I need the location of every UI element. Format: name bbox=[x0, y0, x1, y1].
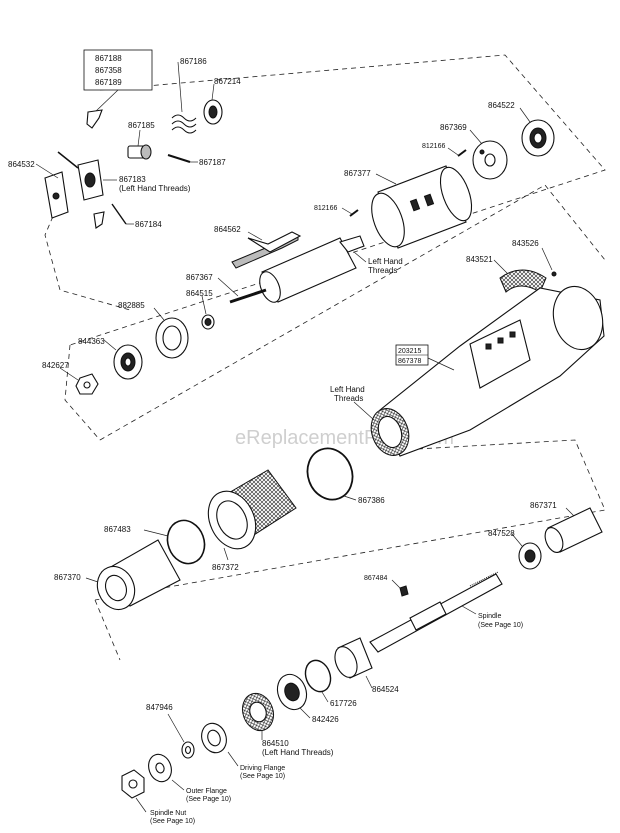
bearing-864522: 864522 bbox=[488, 101, 555, 157]
driving-flange: Driving Flange (See Page 10) bbox=[201, 722, 285, 780]
svg-text:617726: 617726 bbox=[330, 699, 357, 708]
svg-text:867185: 867185 bbox=[128, 121, 155, 130]
nut-864510: 864510 (Left Hand Threads) bbox=[241, 692, 334, 757]
body-867183: 867183 (Left Hand Threads) bbox=[57, 151, 191, 201]
svg-text:Threads: Threads bbox=[334, 394, 363, 403]
svg-text:Spindle: Spindle bbox=[478, 613, 501, 620]
nut-842627: 842627 bbox=[42, 361, 99, 395]
svg-text:867378: 867378 bbox=[398, 358, 421, 365]
spindle-nut: Spindle Nut (See Page 10) bbox=[121, 769, 195, 825]
rotor-867367: 867367 Left Hand Threads bbox=[186, 235, 403, 304]
svg-text:Left Hand: Left Hand bbox=[330, 385, 365, 394]
svg-text:847528: 847528 bbox=[488, 529, 515, 538]
throttle-lever bbox=[86, 109, 103, 129]
svg-text:Threads: Threads bbox=[368, 266, 397, 275]
svg-text:864522: 864522 bbox=[488, 101, 515, 110]
svg-text:847946: 847946 bbox=[146, 703, 173, 712]
svg-text:864562: 864562 bbox=[214, 225, 241, 234]
svg-text:867372: 867372 bbox=[212, 563, 239, 572]
svg-text:867386: 867386 bbox=[358, 496, 385, 505]
plate-864532: 864532 bbox=[8, 160, 69, 219]
liner-843521: 843521 bbox=[466, 255, 547, 293]
pin-812166-top: 812166 bbox=[422, 143, 467, 157]
outer-flange: Outer Flange (See Page 10) bbox=[148, 753, 231, 803]
spindle: Spindle (See Page 10) bbox=[369, 571, 523, 653]
svg-text:(See Page 10): (See Page 10) bbox=[150, 818, 195, 825]
svg-text:864532: 864532 bbox=[8, 160, 35, 169]
svg-text:864524: 864524 bbox=[372, 685, 399, 694]
svg-text:867369: 867369 bbox=[440, 123, 467, 132]
svg-text:867183: 867183 bbox=[119, 175, 146, 184]
svg-text:Left Hand: Left Hand bbox=[368, 257, 403, 266]
collar-867372: 867372 bbox=[207, 469, 297, 572]
svg-text:867184: 867184 bbox=[135, 220, 162, 229]
svg-text:812166: 812166 bbox=[314, 205, 337, 212]
svg-text:203215: 203215 bbox=[398, 348, 421, 355]
svg-text:842426: 842426 bbox=[312, 715, 339, 724]
svg-text:867189: 867189 bbox=[95, 78, 122, 87]
key-867484: 867484 bbox=[364, 575, 409, 597]
sleeve-867371: 867371 bbox=[530, 501, 603, 553]
svg-text:Driving Flange: Driving Flange bbox=[240, 765, 285, 772]
ring-867214: 867214 bbox=[203, 77, 241, 125]
svg-text:843526: 843526 bbox=[512, 239, 539, 248]
ring-617726: 617726 bbox=[304, 659, 357, 708]
svg-text:843521: 843521 bbox=[466, 255, 493, 264]
oring-867483: 867483 bbox=[104, 519, 206, 565]
washer-864515: 864515 bbox=[186, 289, 215, 330]
callout-box-top: 867188 867358 867189 bbox=[83, 49, 153, 113]
svg-text:867370: 867370 bbox=[54, 573, 81, 582]
svg-text:867214: 867214 bbox=[214, 77, 241, 86]
svg-text:867367: 867367 bbox=[186, 273, 213, 282]
valve-867185: 867185 bbox=[127, 121, 155, 160]
housing-203215: 203215 867378 Left Hand Threads bbox=[330, 285, 605, 457]
svg-text:Spindle Nut: Spindle Nut bbox=[150, 810, 186, 817]
pin-812166-lower: 812166 bbox=[314, 205, 359, 217]
bearing-844363: 844363 bbox=[78, 337, 143, 380]
clutch-864524: 864524 bbox=[334, 637, 399, 694]
svg-text:867188: 867188 bbox=[95, 54, 122, 63]
washer-847946: 847946 bbox=[146, 703, 195, 759]
svg-text:864515: 864515 bbox=[186, 289, 213, 298]
oring-867386: 867386 bbox=[306, 447, 385, 505]
svg-text:867484: 867484 bbox=[364, 575, 387, 582]
bearing-842426: 842426 bbox=[276, 673, 339, 724]
svg-text:864510: 864510 bbox=[262, 739, 289, 748]
plate-882885: 882885 bbox=[118, 301, 189, 359]
svg-text:(See Page 10): (See Page 10) bbox=[478, 622, 523, 629]
svg-text:867187: 867187 bbox=[199, 158, 226, 167]
shim-843526: 843526 bbox=[512, 239, 557, 277]
svg-text:867371: 867371 bbox=[530, 501, 557, 510]
svg-text:(Left Hand Threads): (Left Hand Threads) bbox=[119, 184, 191, 193]
svg-text:Outer Flange: Outer Flange bbox=[186, 788, 227, 795]
screw-867184: 867184 bbox=[93, 203, 162, 229]
svg-text:867377: 867377 bbox=[344, 169, 371, 178]
spring-867186: 867186 bbox=[171, 57, 207, 134]
svg-text:(Left Hand Threads): (Left Hand Threads) bbox=[262, 748, 334, 757]
svg-text:867186: 867186 bbox=[180, 57, 207, 66]
svg-text:(See Page 10): (See Page 10) bbox=[240, 773, 285, 780]
blade-864562: 864562 bbox=[214, 225, 302, 269]
bearing-847528: 847528 bbox=[488, 529, 542, 570]
pin-867187: 867187 bbox=[167, 154, 226, 167]
nose-867370: 867370 bbox=[54, 539, 181, 611]
svg-text:842627: 842627 bbox=[42, 361, 69, 370]
svg-text:812166: 812166 bbox=[422, 143, 445, 150]
svg-text:867483: 867483 bbox=[104, 525, 131, 534]
endplate-867369: 867369 bbox=[440, 123, 508, 180]
svg-text:(See Page 10): (See Page 10) bbox=[186, 796, 231, 803]
cylinder-867377: 867377 bbox=[344, 165, 473, 249]
svg-text:867358: 867358 bbox=[95, 66, 122, 75]
svg-text:844363: 844363 bbox=[78, 337, 105, 346]
svg-text:882885: 882885 bbox=[118, 301, 145, 310]
